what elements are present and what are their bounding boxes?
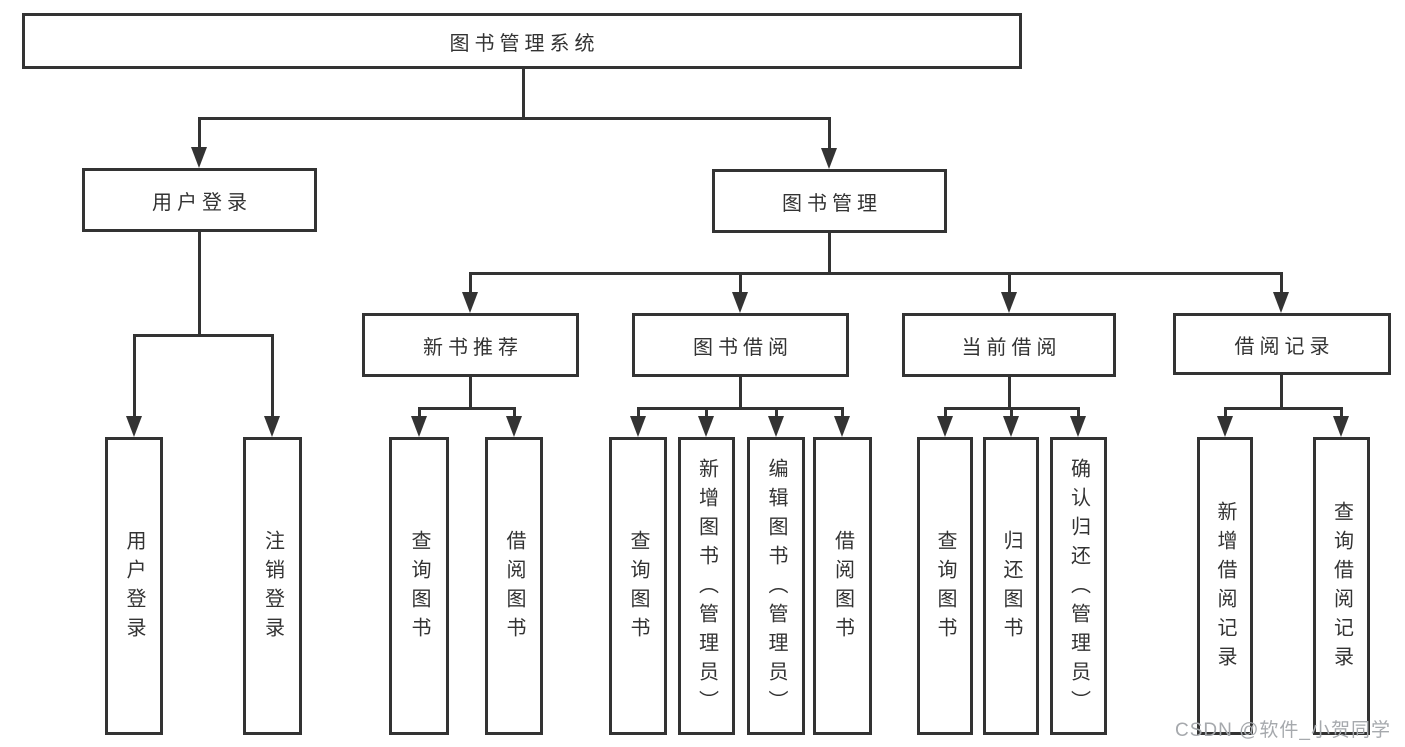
connector-line [468, 271, 1283, 275]
arrowhead-down-icon [126, 416, 142, 437]
watermark: CSDN @软件_小贺同学 [1175, 720, 1391, 741]
node-new-book-recommend: 新书推荐 [362, 313, 579, 377]
connector-line [636, 406, 844, 410]
connector-line [1279, 273, 1283, 294]
connector-line [774, 408, 778, 418]
node-book-management-module: 图书管理 [712, 169, 947, 233]
arrowhead-down-icon [264, 416, 280, 437]
leaf-query-books-borrowing: 查询图书 [609, 437, 667, 735]
connector-line [1009, 408, 1013, 418]
connector-line [827, 118, 831, 150]
leaf-return-books: 归还图书 [983, 437, 1039, 735]
connector-line [840, 408, 844, 418]
leaf-user-login: 用户登录 [105, 437, 163, 735]
connector-line [1223, 408, 1227, 418]
arrowhead-down-icon [1070, 416, 1086, 437]
connector-line [417, 406, 516, 410]
leaf-query-books-current: 查询图书 [917, 437, 973, 735]
leaf-query-books-recommend: 查询图书 [389, 437, 449, 735]
arrowhead-down-icon [732, 292, 748, 313]
connector-line [468, 273, 472, 294]
arrowhead-down-icon [937, 416, 953, 437]
connector-line [468, 377, 472, 408]
node-borrow-records: 借阅记录 [1173, 313, 1391, 375]
arrowhead-down-icon [1003, 416, 1019, 437]
arrowhead-down-icon [821, 148, 837, 169]
connector-line [636, 408, 640, 418]
connector-line [132, 335, 136, 418]
connector-line [943, 408, 947, 418]
connector-line [1076, 408, 1080, 418]
connector-line [197, 232, 201, 335]
connector-line [738, 377, 742, 408]
connector-line [197, 116, 831, 120]
node-current-borrowing: 当前借阅 [902, 313, 1116, 377]
arrowhead-down-icon [1001, 292, 1017, 313]
connector-line [738, 273, 742, 294]
arrowhead-down-icon [630, 416, 646, 437]
leaf-query-borrow-record: 查询借阅记录 [1313, 437, 1370, 735]
connector-line [827, 233, 831, 273]
connector-line [704, 408, 708, 418]
connector-line [270, 335, 274, 418]
arrowhead-down-icon [1333, 416, 1349, 437]
arrowhead-down-icon [191, 147, 207, 168]
node-library-system: 图书管理系统 [22, 13, 1022, 69]
leaf-logout: 注销登录 [243, 437, 302, 735]
connector-line [1007, 377, 1011, 408]
arrowhead-down-icon [768, 416, 784, 437]
connector-line [521, 69, 525, 118]
connector-line [197, 118, 201, 149]
leaf-add-books-admin: 新增图书（管理员） [678, 437, 735, 735]
leaf-borrow-books: 借阅图书 [813, 437, 872, 735]
arrowhead-down-icon [1217, 416, 1233, 437]
arrowhead-down-icon [411, 416, 427, 437]
arrowhead-down-icon [462, 292, 478, 313]
arrowhead-down-icon [834, 416, 850, 437]
connector-line [132, 333, 274, 337]
leaf-borrow-books-recommend: 借阅图书 [485, 437, 543, 735]
node-book-borrowing: 图书借阅 [632, 313, 849, 377]
connector-line [512, 408, 516, 418]
arrowhead-down-icon [1273, 292, 1289, 313]
arrowhead-down-icon [698, 416, 714, 437]
connector-line [1223, 406, 1343, 410]
leaf-add-borrow-record: 新增借阅记录 [1197, 437, 1253, 735]
connector-line [1339, 408, 1343, 418]
connector-line [417, 408, 421, 418]
arrowhead-down-icon [506, 416, 522, 437]
node-user-login-module: 用户登录 [82, 168, 317, 232]
connector-line [1279, 375, 1283, 408]
leaf-edit-books-admin: 编辑图书（管理员） [747, 437, 805, 735]
connector-line [1007, 273, 1011, 294]
leaf-confirm-return-admin: 确认归还（管理员） [1050, 437, 1107, 735]
